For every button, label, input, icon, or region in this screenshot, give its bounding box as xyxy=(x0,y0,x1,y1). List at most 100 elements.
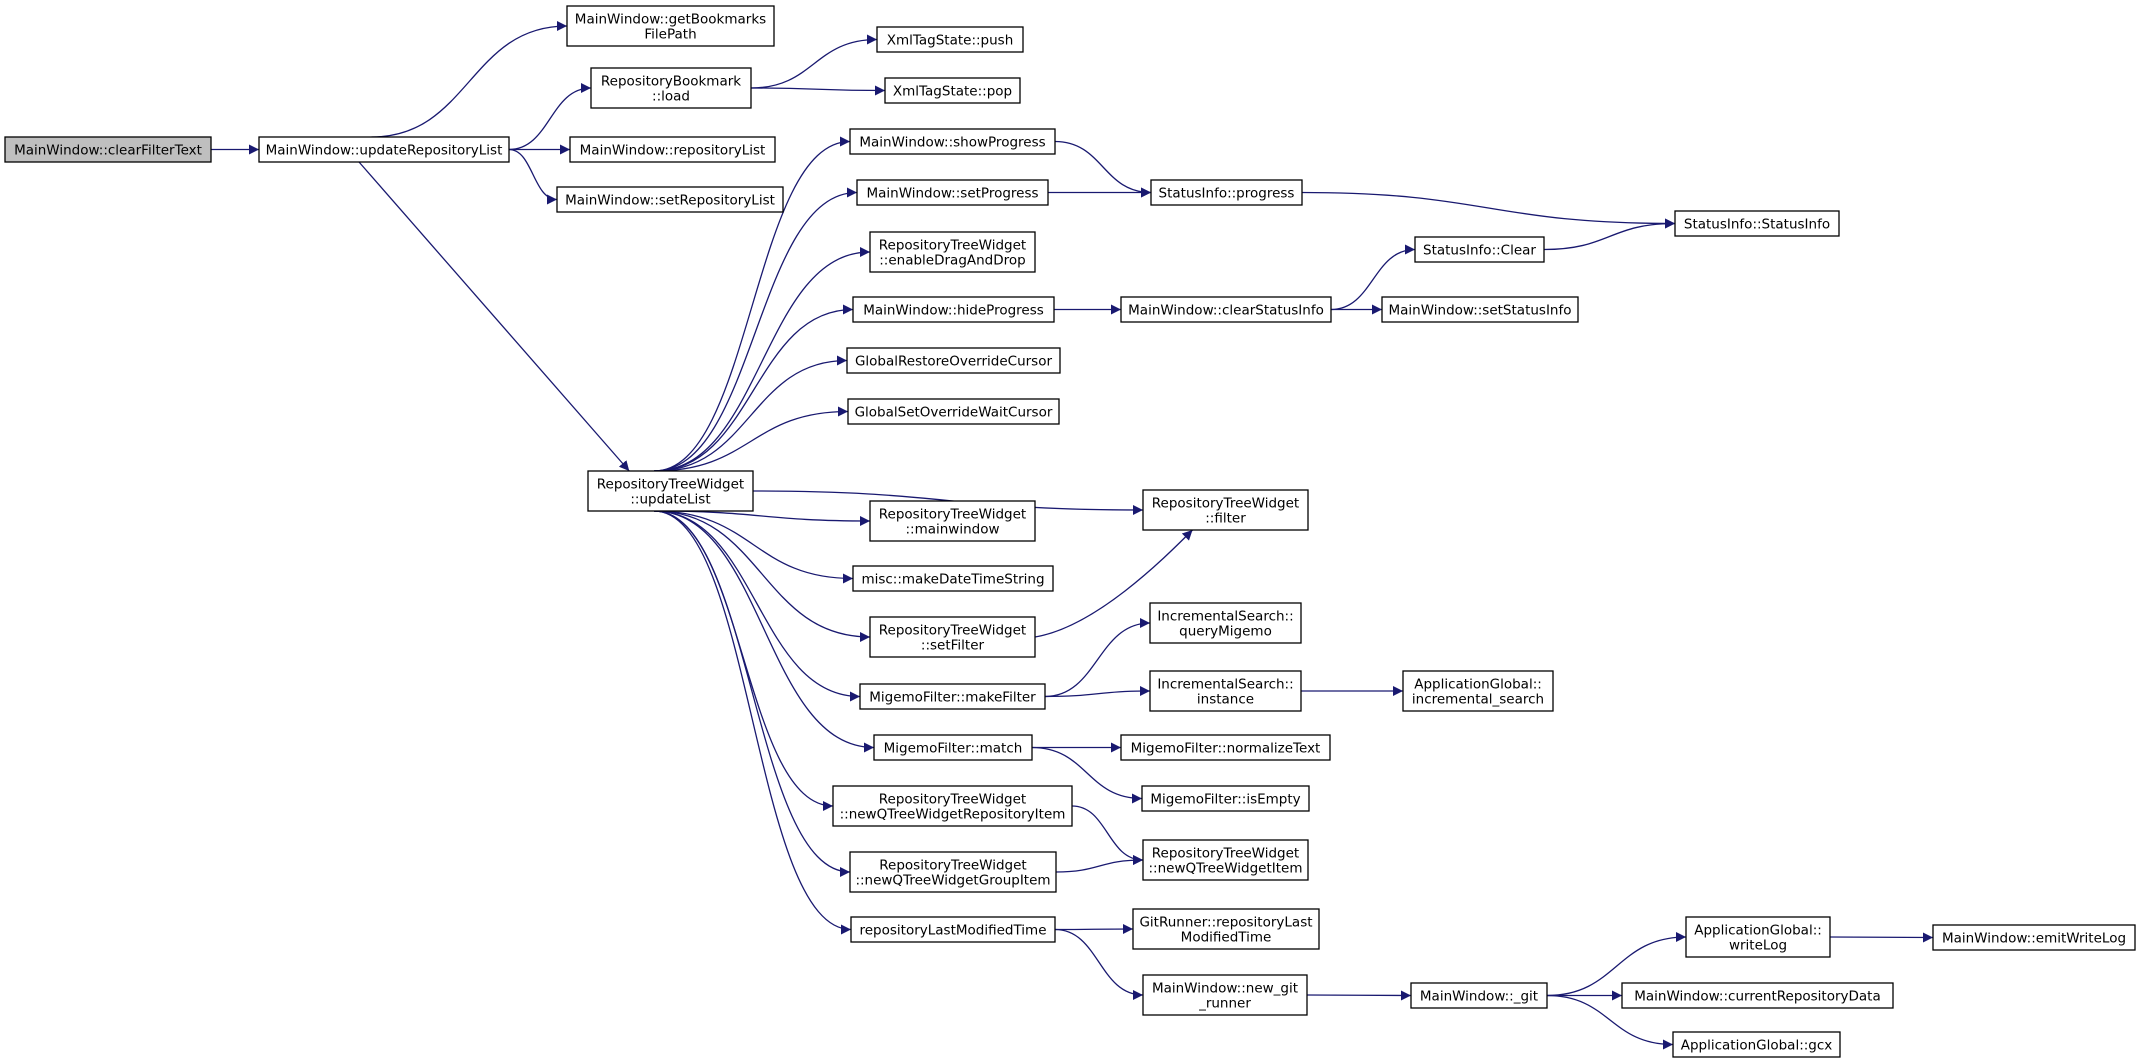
node-box xyxy=(832,785,1073,827)
edge-update-list-to-match xyxy=(653,510,875,753)
node-current-repo-data[interactable]: MainWindow::currentRepositoryData xyxy=(1621,982,1894,1009)
node-label: queryMigemo xyxy=(1179,624,1272,640)
node-box xyxy=(1149,602,1302,644)
node-label: MainWindow::hideProgress xyxy=(863,303,1044,319)
node-status-progress[interactable]: StatusInfo::progress xyxy=(1150,179,1303,206)
node-inc-instance[interactable]: IncrementalSearch::instance xyxy=(1149,670,1302,712)
node-set-repository-list[interactable]: MainWindow::setRepositoryList xyxy=(556,186,784,213)
node-new-git-runner[interactable]: MainWindow::new_git_runner xyxy=(1142,974,1308,1016)
node-box xyxy=(1120,296,1332,323)
edge-update-list-to-repo-last-modified xyxy=(653,510,852,935)
node-update-repository-list[interactable]: MainWindow::updateRepositoryList xyxy=(258,136,510,163)
node-git[interactable]: MainWindow::_git xyxy=(1410,982,1548,1009)
node-box xyxy=(1932,924,2136,951)
node-gcx[interactable]: ApplicationGlobal::gcx xyxy=(1672,1031,1841,1058)
node-label: ::mainwindow xyxy=(905,522,999,538)
edge-make-filter-to-query-migemo xyxy=(1044,618,1151,698)
node-show-progress[interactable]: MainWindow::showProgress xyxy=(849,128,1056,155)
node-hide-progress[interactable]: MainWindow::hideProgress xyxy=(852,296,1055,323)
node-new-repo-item[interactable]: RepositoryTreeWidget::newQTreeWidgetRepo… xyxy=(832,785,1073,827)
node-write-log[interactable]: ApplicationGlobal::writeLog xyxy=(1685,916,1831,958)
node-global-restore[interactable]: GlobalRestoreOverrideCursor xyxy=(846,347,1061,374)
node-label: MainWindow::setProgress xyxy=(866,186,1038,202)
node-filter[interactable]: RepositoryTreeWidget::filter xyxy=(1142,489,1309,531)
node-box xyxy=(1142,489,1309,531)
node-xml-push[interactable]: XmlTagState::push xyxy=(876,26,1024,53)
edge-update-repository-list-to-get-bookmarks-file-path xyxy=(371,21,568,138)
node-status-clear[interactable]: StatusInfo::Clear xyxy=(1414,236,1545,263)
edge-make-filter-to-inc-instance xyxy=(1044,686,1151,698)
node-box xyxy=(852,565,1054,592)
node-box xyxy=(1674,210,1840,237)
node-make-filter[interactable]: MigemoFilter::makeFilter xyxy=(859,683,1046,710)
node-label: RepositoryTreeWidget xyxy=(597,477,744,493)
node-new-item[interactable]: RepositoryTreeWidget::newQTreeWidgetItem xyxy=(1142,839,1309,881)
node-box xyxy=(873,734,1033,761)
edge-update-list-to-new-group-item xyxy=(653,510,851,877)
edge-update-list-to-set-progress xyxy=(653,187,858,472)
node-label: ::newQTreeWidgetRepositoryItem xyxy=(840,807,1066,823)
edge-update-list-to-make-filter xyxy=(653,510,861,702)
edge-bookmark-load-to-xml-pop xyxy=(750,85,886,96)
edge-update-list-to-set-filter xyxy=(653,510,871,642)
node-make-date-time-string[interactable]: misc::makeDateTimeString xyxy=(852,565,1054,592)
node-normalize-text[interactable]: MigemoFilter::normalizeText xyxy=(1120,734,1331,761)
edges-layer xyxy=(211,21,1934,1050)
node-label: RepositoryBookmark xyxy=(601,74,741,90)
node-box xyxy=(869,500,1036,542)
node-set-status-info[interactable]: MainWindow::setStatusInfo xyxy=(1381,296,1579,323)
node-clear-status-info[interactable]: MainWindow::clearStatusInfo xyxy=(1120,296,1332,323)
node-box xyxy=(587,470,754,512)
node-set-progress[interactable]: MainWindow::setProgress xyxy=(856,179,1049,206)
node-label: MigemoFilter::isEmpty xyxy=(1150,792,1300,808)
node-query-migemo[interactable]: IncrementalSearch::queryMigemo xyxy=(1149,602,1302,644)
node-mainwindow[interactable]: RepositoryTreeWidget::mainwindow xyxy=(869,500,1036,542)
node-label: RepositoryTreeWidget xyxy=(1152,846,1299,862)
node-incremental-search[interactable]: ApplicationGlobal::incremental_search xyxy=(1402,670,1554,712)
node-label: RepositoryTreeWidget xyxy=(879,792,1026,808)
node-enable-drag-and-drop[interactable]: RepositoryTreeWidget::enableDragAndDrop xyxy=(869,231,1036,273)
node-emit-write-log[interactable]: MainWindow::emitWriteLog xyxy=(1932,924,2136,951)
edge-write-log-to-emit-write-log xyxy=(1829,932,1934,943)
node-label: ::setFilter xyxy=(921,638,985,654)
node-new-group-item[interactable]: RepositoryTreeWidget::newQTreeWidgetGrou… xyxy=(849,851,1057,893)
edge-repo-last-modified-to-new-git-runner xyxy=(1054,928,1144,1000)
node-update-list[interactable]: RepositoryTreeWidget::updateList xyxy=(587,470,754,512)
node-label: ::load xyxy=(652,89,690,105)
node-set-filter[interactable]: RepositoryTreeWidget::setFilter xyxy=(869,616,1036,658)
node-box xyxy=(1685,916,1831,958)
node-box xyxy=(1381,296,1579,323)
node-box xyxy=(1132,908,1320,950)
node-label: StatusInfo::Clear xyxy=(1423,243,1536,259)
node-box xyxy=(1120,734,1331,761)
node-box xyxy=(569,136,776,163)
node-label: MainWindow::repositoryList xyxy=(580,143,766,159)
node-label: MainWindow::showProgress xyxy=(859,135,1045,151)
node-label: MainWindow::setStatusInfo xyxy=(1388,303,1571,319)
node-label: ModifiedTime xyxy=(1181,930,1272,946)
node-label: incremental_search xyxy=(1412,692,1544,708)
node-clear-filter-text[interactable]: MainWindow::clearFilterText xyxy=(4,136,212,163)
node-xml-pop[interactable]: XmlTagState::pop xyxy=(884,77,1021,104)
node-label: StatusInfo::progress xyxy=(1159,186,1295,202)
node-bookmark-load[interactable]: RepositoryBookmark::load xyxy=(590,67,752,109)
node-box xyxy=(1141,785,1310,812)
edge-update-repository-list-to-bookmark-load xyxy=(508,83,592,151)
node-label: MigemoFilter::makeFilter xyxy=(869,690,1036,706)
node-repository-list[interactable]: MainWindow::repositoryList xyxy=(569,136,776,163)
edge-status-clear-to-status-info-ctor xyxy=(1543,218,1676,251)
node-label: _runner xyxy=(1198,996,1251,1012)
edge-update-list-to-global-restore xyxy=(653,355,848,472)
node-git-runner-last-modified[interactable]: GitRunner::repositoryLastModifiedTime xyxy=(1132,908,1320,950)
node-match[interactable]: MigemoFilter::match xyxy=(873,734,1033,761)
node-is-empty[interactable]: MigemoFilter::isEmpty xyxy=(1141,785,1310,812)
node-status-info-ctor[interactable]: StatusInfo::StatusInfo xyxy=(1674,210,1840,237)
node-label: repositoryLastModifiedTime xyxy=(859,923,1046,939)
node-label: IncrementalSearch:: xyxy=(1157,677,1293,693)
edge-new-repo-item-to-new-item xyxy=(1071,805,1144,865)
node-label: MainWindow::_git xyxy=(1420,989,1538,1005)
node-label: StatusInfo::StatusInfo xyxy=(1684,217,1830,233)
node-repo-last-modified[interactable]: repositoryLastModifiedTime xyxy=(850,916,1056,943)
node-global-set-wait[interactable]: GlobalSetOverrideWaitCursor xyxy=(847,398,1060,425)
